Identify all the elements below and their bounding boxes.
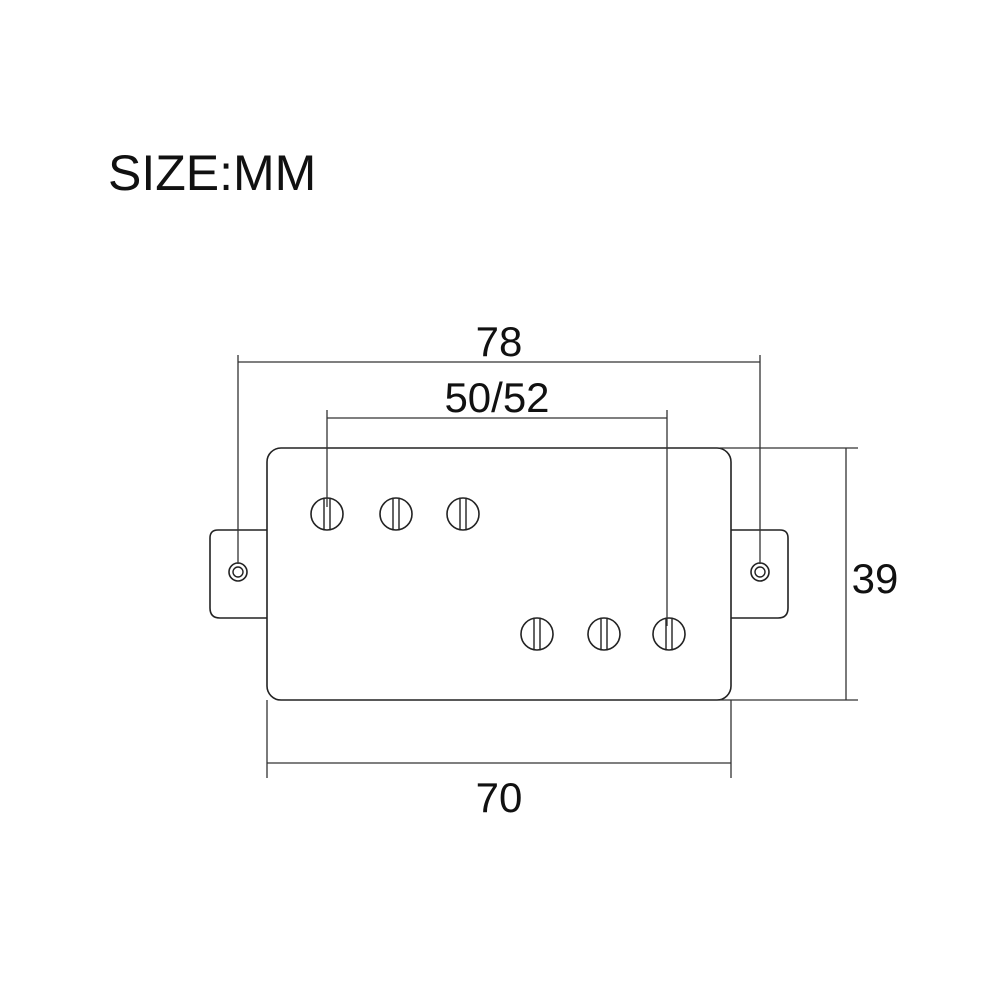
cover-width-dimension <box>266 700 732 778</box>
size-unit-title: SIZE:MM <box>108 145 317 201</box>
left-mounting-hole <box>228 562 248 582</box>
right-mounting-hole <box>750 562 770 582</box>
cover-width-label: 70 <box>476 774 523 821</box>
height-label: 39 <box>852 555 899 602</box>
pole-piece <box>379 497 413 531</box>
pickup-cover <box>266 447 732 701</box>
pole-piece <box>587 617 621 651</box>
pole-piece <box>446 497 480 531</box>
overall-width-dimension <box>237 355 761 564</box>
pole-piece <box>310 497 344 531</box>
height-dimension <box>720 447 858 701</box>
pole-spacing-label: 50/52 <box>444 374 549 421</box>
pole-piece <box>652 617 686 651</box>
overall-width-label: 78 <box>476 318 523 365</box>
pole-spacing-dimension <box>326 410 668 626</box>
pole-piece <box>520 617 554 651</box>
